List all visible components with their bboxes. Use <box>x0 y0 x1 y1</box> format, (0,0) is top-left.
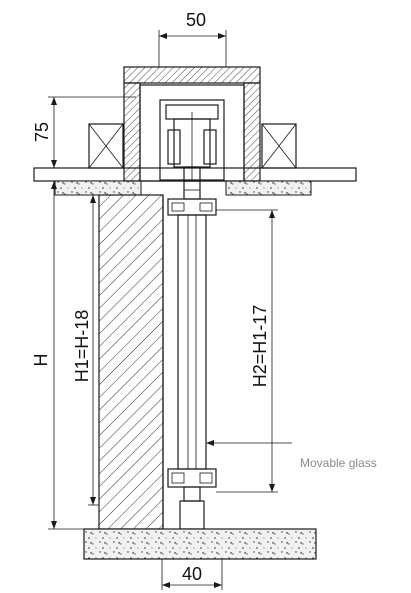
movable-glass-callout: Movable glass <box>300 456 377 470</box>
fixed-wall-panel <box>98 194 164 530</box>
glass-bottom-rail <box>167 468 217 488</box>
dimension-total-height <box>48 181 99 530</box>
bottom-guide <box>179 486 205 530</box>
dimension-bottom-width <box>161 559 223 590</box>
top-width-dimension-label: 50 <box>186 10 206 30</box>
glass-top-rail <box>167 198 217 216</box>
left-blocking-boxes <box>88 123 124 169</box>
dimension-h1 <box>88 195 99 506</box>
movable-glass-leader <box>206 440 292 446</box>
header-depth-dimension-label: 75 <box>32 122 52 142</box>
movable-glass-panel <box>177 214 207 470</box>
dimension-header-depth <box>48 96 136 168</box>
h2-dimension-label: H2=H1-17 <box>250 305 270 388</box>
dimension-top-width <box>158 30 227 67</box>
total-height-dimension-label: H <box>31 354 51 367</box>
dimension-h2 <box>216 209 278 493</box>
right-blocking-boxes <box>261 123 297 169</box>
bottom-width-dimension-label: 40 <box>182 564 202 584</box>
floor-slab <box>83 528 317 560</box>
h1-dimension-label: H1=H-18 <box>72 310 92 383</box>
header-track-housing <box>123 66 261 182</box>
hanger-connector <box>183 180 201 200</box>
ceiling-slab <box>33 167 357 196</box>
